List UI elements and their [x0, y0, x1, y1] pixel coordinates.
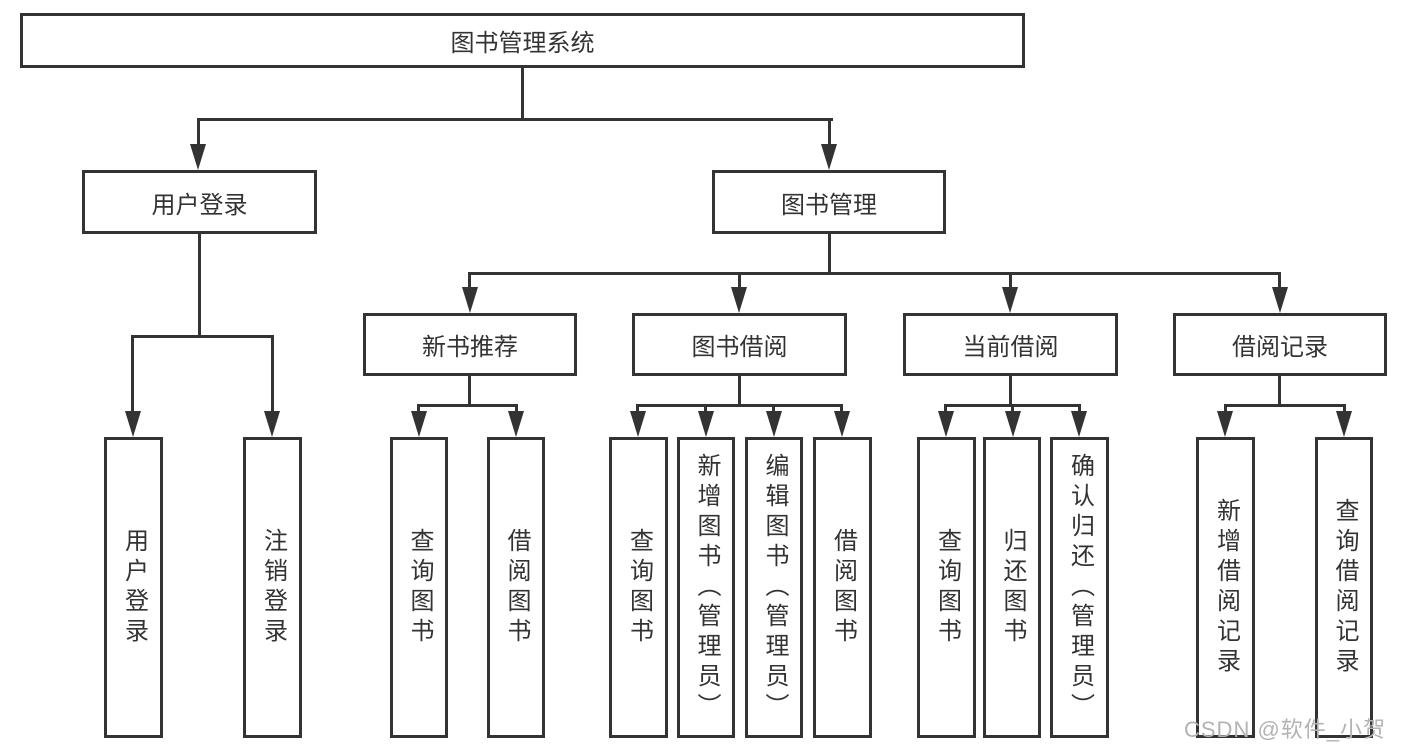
leaf-confirm-return-admin: 确认归还（管理员） [1050, 437, 1109, 738]
connector-stem [468, 376, 471, 407]
leaf-edit-books-admin: 编辑图书（管理员） [745, 437, 803, 738]
node-label: 注销登录 [259, 527, 287, 648]
arrow-down-icon [462, 287, 478, 313]
connector-root-stem [521, 68, 524, 120]
arrow-down-icon [1272, 287, 1288, 313]
node-current-borrow: 当前借阅 [903, 313, 1118, 376]
node-book-borrow: 图书借阅 [632, 313, 847, 376]
arrow-down-icon [1002, 287, 1018, 313]
arrow-down-icon [1071, 411, 1087, 437]
connector-level2-split [197, 118, 833, 121]
leaf-query-books-borrow: 查询图书 [609, 437, 668, 738]
node-label: 借阅图书 [829, 527, 857, 648]
connector-drop [704, 404, 707, 414]
connector-userlogin-stem [198, 234, 201, 338]
arrow-down-icon [731, 287, 747, 313]
node-label: 新增图书（管理员） [693, 452, 720, 723]
node-label: 图书管理 [781, 191, 877, 219]
csdn-watermark: CSDN @软件_小贺同学 [1184, 717, 1387, 742]
leaf-query-borrow-record: 查询借阅记录 [1315, 437, 1373, 738]
connector-drop [772, 404, 775, 414]
connector-drop [197, 118, 200, 148]
leaf-add-borrow-record: 新增借阅记录 [1196, 437, 1255, 738]
arrow-down-icon [264, 411, 280, 437]
leaf-borrow-books-recommend: 借阅图书 [487, 437, 545, 738]
connector-drop [271, 335, 274, 413]
arrow-down-icon [411, 411, 427, 437]
node-label: 新增借阅记录 [1212, 497, 1240, 678]
node-new-book-recommend: 新书推荐 [363, 313, 577, 376]
connector-stem [738, 376, 741, 407]
connector-drop [468, 272, 471, 290]
connector-drop [1078, 404, 1081, 414]
connector-drop [828, 118, 831, 148]
node-book-management: 图书管理 [712, 170, 946, 234]
connector-stem [1278, 376, 1281, 407]
connector-drop [1011, 404, 1014, 414]
arrow-down-icon [190, 144, 206, 170]
connector-drop [738, 272, 741, 290]
node-label: 图书管理系统 [450, 30, 595, 57]
connector-drop [636, 404, 639, 414]
node-label: 新书推荐 [422, 334, 518, 361]
node-label: 编辑图书（管理员） [761, 452, 788, 723]
arrow-down-icon [938, 411, 954, 437]
node-label: 查询图书 [933, 527, 961, 648]
connector-drop [944, 404, 947, 414]
arrow-down-icon [1217, 411, 1233, 437]
connector-drop [840, 404, 843, 414]
node-label: 用户登录 [151, 191, 248, 219]
node-label: 借阅图书 [503, 527, 530, 648]
arrow-down-icon [698, 411, 714, 437]
node-label: 查询图书 [406, 527, 433, 648]
leaf-borrow-books: 借阅图书 [813, 437, 872, 738]
arrow-down-icon [125, 411, 141, 437]
leaf-query-books-recommend: 查询图书 [390, 437, 448, 738]
connector-drop [1278, 272, 1281, 290]
connector-level3-split [468, 272, 1281, 275]
node-label: 查询借阅记录 [1331, 497, 1358, 678]
node-label: 借阅记录 [1232, 334, 1328, 361]
node-label: 归还图书 [999, 527, 1026, 648]
arrow-down-icon [1336, 411, 1352, 437]
leaf-add-books-admin: 新增图书（管理员） [677, 437, 735, 738]
node-label: 查询图书 [625, 527, 653, 648]
leaf-user-login: 用户登录 [104, 437, 163, 738]
leaf-logout: 注销登录 [243, 437, 302, 738]
node-user-login: 用户登录 [82, 170, 317, 234]
node-borrow-records: 借阅记录 [1173, 313, 1387, 376]
connector-drop [1224, 404, 1227, 414]
connector-drop [1343, 404, 1346, 414]
arrow-down-icon [630, 411, 646, 437]
connector-stem [1009, 376, 1012, 407]
node-label: 当前借阅 [962, 334, 1059, 361]
connector-userlogin-split [131, 335, 273, 338]
connector-drop [131, 335, 134, 413]
node-root-system: 图书管理系统 [20, 13, 1025, 68]
node-label: 用户登录 [120, 527, 148, 648]
arrow-down-icon [821, 144, 837, 170]
arrow-down-icon [1005, 411, 1021, 437]
leaf-return-books: 归还图书 [983, 437, 1041, 738]
connector-split [1224, 404, 1345, 407]
leaf-query-books-current: 查询图书 [917, 437, 976, 738]
arrow-down-icon [766, 411, 782, 437]
connector-split [636, 404, 843, 407]
connector-drop [1009, 272, 1012, 290]
connector-bookmgmt-stem [828, 234, 831, 274]
node-label: 图书借阅 [691, 334, 788, 361]
connector-drop [417, 404, 420, 414]
connector-drop [515, 404, 518, 414]
connector-split [417, 404, 518, 407]
arrow-down-icon [834, 411, 850, 437]
node-label: 确认归还（管理员） [1066, 452, 1094, 723]
arrow-down-icon [508, 411, 524, 437]
